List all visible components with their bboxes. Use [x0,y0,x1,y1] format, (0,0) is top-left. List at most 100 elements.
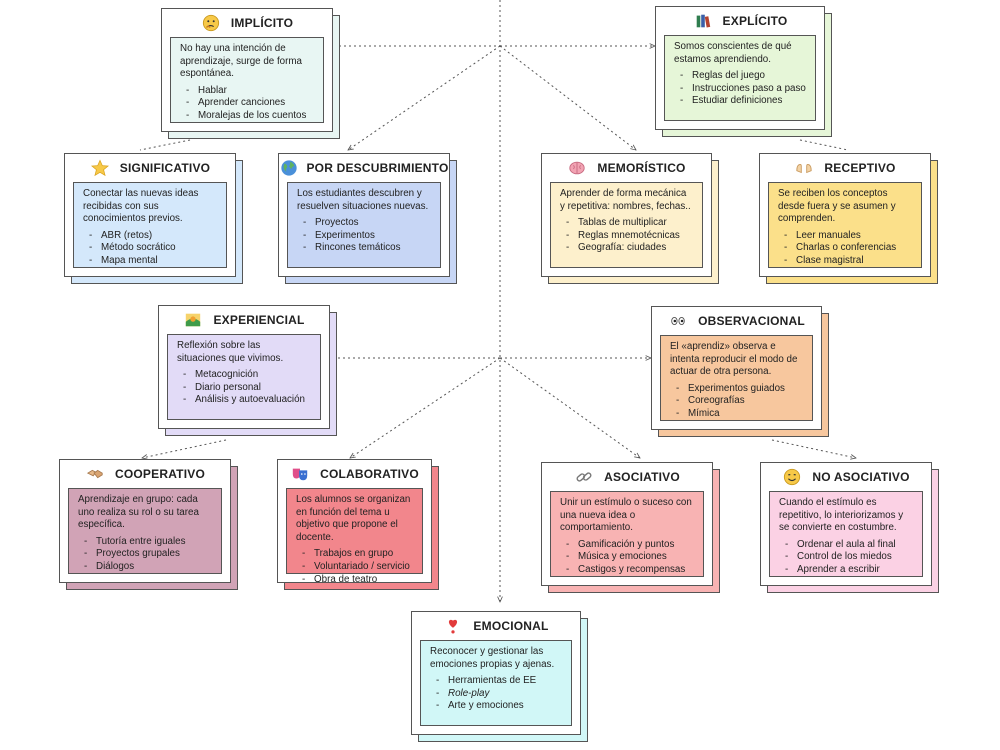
list-item: -Aprender canciones [186,97,286,109]
list-item: -Role-play [436,687,490,699]
card-title: COLABORATIVO [320,467,419,481]
thinking-face-icon [201,13,221,33]
card-description: El «aprendiz» observa e intenta reproduc… [670,341,798,378]
list-item: -Herramientas de EE [436,675,537,687]
connector-cooperativo [142,439,227,458]
list-item: -Trabajos en grupo [302,548,394,560]
card-title: MEMORÍSTICO [597,161,686,175]
connector-colaborativo [350,357,501,458]
heart-exclamation-icon [443,616,463,636]
connector-implicito-significativo [139,139,191,151]
handshake-icon [85,464,105,484]
list-item: -Diálogos [84,560,135,572]
connector-descubrimiento [348,45,501,150]
list-item: -Tutoría entre iguales [84,535,186,547]
card-experiencial: EXPERIENCIAL Reflexión sobre las situaci… [158,305,337,436]
list-item: -Metacognición [183,369,259,381]
card-significativo: SIGNIFICATIVO Conectar las nuevas ideas … [64,153,243,284]
open-hands-icon [794,158,814,178]
list-item: -Hablar [186,84,227,96]
card-title: EMOCIONAL [473,619,549,633]
brain-icon [567,158,587,178]
card-description: Unir un estímulo o suceso con una nueva … [560,497,692,534]
list-item: -Instrucciones paso a paso [680,82,806,94]
card-title: RECEPTIVO [824,161,896,175]
card-title: OBSERVACIONAL [698,314,805,328]
card-description: No hay una intención de aprendizaje, sur… [180,43,302,80]
card-description: Somos conscientes de qué estamos aprendi… [674,41,792,65]
list-item: -Método socrático [89,242,176,254]
list-item: -Estudiar definiciones [680,95,783,107]
list-item: -Rincones temáticos [303,242,401,254]
list-item: -Geografía: ciudades [566,242,667,254]
card-description: Conectar las nuevas ideas recibidas con … [83,188,199,225]
eyes-icon [668,311,688,331]
list-item: -ABR (retos) [89,229,153,241]
list-item: -Experimentos guiados [676,382,785,394]
card-colaborativo: COLABORATIVO Los alumnos se organizan en… [277,459,439,590]
card-description: Cuando el estímulo es repetitivo, lo int… [779,497,904,534]
list-item: -Arte y emociones [436,700,524,712]
card-explicito: EXPLÍCITO Somos conscientes de qué estam… [655,6,832,137]
card-title: POR DESCUBRIMIENTO [306,161,449,175]
card-description: Los alumnos se organizan en función del … [296,494,411,543]
list-item: -Mapa mental [89,254,158,266]
card-description: Los estudiantes descubren y resuelven si… [297,188,429,212]
card-title: NO ASOCIATIVO [812,470,910,484]
card-cooperativo: COOPERATIVO Aprendizaje en grupo: cada u… [59,459,238,590]
smiley-icon [782,467,802,487]
card-descubrimiento: POR DESCUBRIMIENTO Los estudiantes descu… [278,153,457,284]
connector-memoristico [499,45,636,150]
card-description: Se reciben los conceptos desde fuera y s… [778,188,896,225]
list-item: -Tablas de multiplicar [566,217,667,229]
list-item: -Moralejas de los cuentos [186,109,307,121]
card-description: Reconocer y gestionar las emociones prop… [430,646,555,670]
globe-icon [279,158,299,178]
list-item: -Proyectos [303,217,359,229]
list-item: -Diario personal [183,381,261,393]
card-title: EXPERIENCIAL [213,313,305,327]
card-title: IMPLÍCITO [230,16,294,30]
list-item: -Análisis y autoevaluación [183,394,306,406]
card-observacional: OBSERVACIONAL El «aprendiz» observa e in… [651,306,829,437]
list-item: -Coreografías [676,395,745,407]
card-emocional: EMOCIONAL Reconocer y gestionar las emoc… [411,611,588,742]
connector-asociativo [499,357,640,458]
link-icon [574,467,594,487]
card-title: ASOCIATIVO [604,470,680,484]
list-item: -Reglas mnemotécnicas [566,229,680,241]
list-item: -Obra de teatro [302,573,378,585]
list-item: -Voluntariado / servicio [302,560,410,572]
connector-explicito-receptivo [799,139,849,151]
list-item: -Castigos y recompensas [566,563,686,575]
list-item: -Proyectos grupales [84,548,180,560]
list-item: -Reglas del juego [680,70,765,82]
card-implicito: IMPLÍCITO No hay una intención de aprend… [161,8,340,139]
list-item: -Charlas o conferencias [784,242,897,254]
list-item: -Leer manuales [784,229,861,241]
card-title: SIGNIFICATIVO [119,161,211,175]
card-description: Aprender de forma mecánica y repetitiva:… [560,188,691,212]
list-item: -Aprender a escribir [785,563,880,575]
list-item: -Gamificación y puntos [566,538,675,550]
card-no-asociativo: NO ASOCIATIVO Cuando el estímulo es repe… [760,462,939,593]
list-item: -Clase magistral [784,254,864,266]
books-icon [693,11,713,31]
card-receptivo: RECEPTIVO Se reciben los conceptos desde… [759,153,938,284]
sunrise-icon [183,310,203,330]
list-item: -Experimentos [303,229,375,241]
card-title: COOPERATIVO [115,467,205,481]
card-title: EXPLÍCITO [722,14,788,28]
card-description: Reflexión sobre las situaciones que vivi… [177,340,284,364]
connector-no-asociativo [771,439,856,458]
star-icon [90,158,110,178]
theater-masks-icon [290,464,310,484]
list-item: -Ordenar el aula al final [785,538,896,550]
card-asociativo: ASOCIATIVO Unir un estímulo o suceso con… [541,462,720,593]
list-item: -Mímica [676,407,720,419]
list-item: -Control de los miedos [785,551,892,563]
card-description: Aprendizaje en grupo: cada uno realiza s… [78,494,199,531]
card-memoristico: MEMORÍSTICO Aprender de forma mecánica y… [541,153,719,284]
list-item: -Música y emociones [566,551,667,563]
